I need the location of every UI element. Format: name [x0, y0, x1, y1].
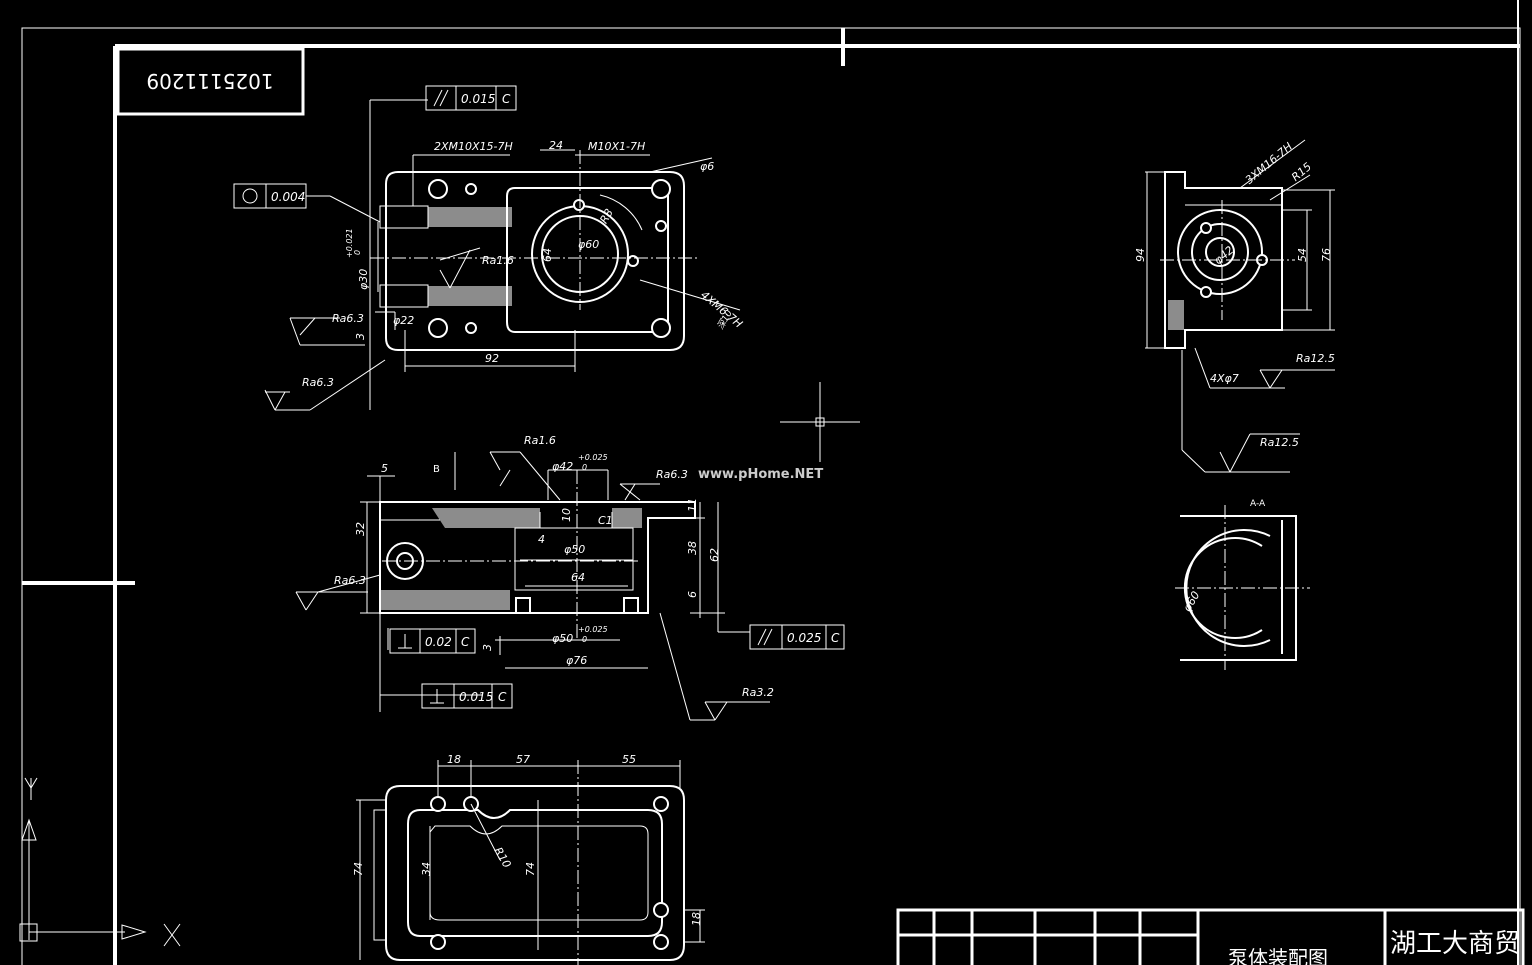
- view-section-aa: A-A φ60: [1175, 499, 1310, 670]
- dim-64: 64: [571, 571, 585, 584]
- gdt-datum: C: [831, 631, 840, 645]
- dim-34: 34: [420, 862, 433, 876]
- dim-54: 54: [1296, 248, 1309, 262]
- dim-4: 4: [538, 533, 545, 546]
- roughness-ra1-6: Ra1.6: [482, 254, 514, 267]
- roughness-ra6-3: Ra6.3: [332, 312, 364, 325]
- view-bottom: 18 57 55 R10 74 34 74 18: [352, 753, 705, 965]
- dim-phi50: φ50: [564, 543, 585, 556]
- dim-92: 92: [485, 352, 499, 365]
- roughness-ra12-5-lower: Ra12.5: [1260, 436, 1299, 449]
- drawing-number-box: 1025111209: [116, 47, 305, 116]
- dim-76: 76: [1320, 248, 1333, 262]
- dim-phi50-lower: φ50: [552, 632, 573, 645]
- section-label-aa: A-A: [1250, 499, 1266, 509]
- title-block-school: 湖工大商贸: [1390, 929, 1520, 959]
- title-block: [896, 908, 1525, 965]
- gdt-frame-roundness: [233, 183, 307, 209]
- gdt-datum: C: [461, 635, 470, 649]
- title-block-drawing-title: 泵体装配图: [1228, 946, 1328, 965]
- dim-4xphi7: 4Xφ7: [1210, 372, 1239, 385]
- dim-32: 32: [354, 522, 367, 536]
- dim-phi76: φ76: [566, 654, 587, 667]
- dim-phi60: φ60: [578, 238, 599, 251]
- gdt-frame-parallel-right: [749, 624, 845, 650]
- dim-tol-upper: +0.021: [345, 228, 354, 258]
- gdt-datum: C: [498, 690, 507, 704]
- dim-phi22: φ22: [393, 314, 414, 327]
- dim-tol-lower: 0: [582, 463, 587, 472]
- crosshair-cursor: [780, 382, 860, 462]
- gdt-datum: C: [502, 92, 511, 106]
- dim-74-inner: 74: [524, 862, 537, 876]
- gdt-value: 0.015: [459, 690, 493, 704]
- dim-38: 38: [686, 541, 699, 555]
- dim-18: 18: [447, 753, 461, 766]
- gdt-value: 0.02: [425, 635, 452, 649]
- dim-tol-lower: 0: [582, 635, 587, 644]
- roughness-ra6-3-lower: Ra6.3: [302, 376, 334, 389]
- dim-11: 11: [686, 498, 699, 512]
- dim-55: 55: [622, 753, 636, 766]
- dim-3: 3: [354, 333, 367, 340]
- view-top: 0.015 C 0.004 2XM10X15-7H 24 M10X1-7H φ6…: [233, 85, 745, 411]
- roughness-ra6-3: Ra6.3: [656, 468, 688, 481]
- dim-24: 24: [549, 139, 563, 152]
- gdt-value: 0.025: [787, 631, 821, 645]
- dim-tol-lower: 0: [353, 250, 362, 255]
- gdt-value: 0.004: [271, 190, 305, 204]
- dim-phi42: φ42: [552, 460, 573, 473]
- gdt-value: 0.015: [461, 92, 495, 106]
- gdt-frame-parallel-top: [425, 85, 517, 111]
- roughness-ra3-2: Ra3.2: [742, 686, 774, 699]
- dim-74: 74: [352, 862, 365, 876]
- roughness-ra12-5: Ra12.5: [1296, 352, 1335, 365]
- roughness-ra6-3-left: Ra6.3: [334, 574, 366, 587]
- watermark: www.pHome.NET: [698, 467, 823, 482]
- dim-c1: C1: [598, 514, 613, 527]
- dim-tol-upper: +0.025: [578, 453, 608, 462]
- drawing-sheet-frame: [21, 0, 1521, 965]
- dim-18-side: 18: [690, 912, 703, 926]
- roughness-ra1-6: Ra1.6: [524, 434, 556, 447]
- dim-64: 64: [541, 248, 554, 262]
- dim-r8: R8: [597, 207, 616, 226]
- gdt-frame-perp-1: [389, 628, 476, 654]
- dim-94: 94: [1134, 248, 1147, 262]
- dim-10: 10: [560, 508, 573, 522]
- section-label-b: B: [433, 464, 440, 475]
- dim-6: 6: [686, 591, 699, 598]
- ucs-icon: [19, 777, 181, 947]
- dim-thread-m10: M10X1-7H: [588, 140, 645, 153]
- dim-phi6: φ6: [700, 160, 714, 173]
- dim-phi30: φ30: [357, 269, 370, 290]
- view-front: 0.02 C 0.015 C 0.025 C Ra1.6 5 B φ42 +0.…: [295, 434, 845, 721]
- dim-tol-upper: +0.025: [578, 625, 608, 634]
- dim-3: 3: [481, 644, 494, 651]
- drawing-number: 1025111209: [146, 69, 273, 93]
- dim-57: 57: [516, 753, 530, 766]
- dim-5: 5: [381, 462, 388, 475]
- dim-62: 62: [708, 548, 721, 562]
- dim-thread-2xm10: 2XM10X15-7H: [434, 140, 513, 153]
- gdt-frame-perp-2: [421, 683, 513, 709]
- view-side: 3XM16-7H R15 94 φ42 54 76 4Xφ7 Ra12.5 Ra…: [1134, 139, 1335, 473]
